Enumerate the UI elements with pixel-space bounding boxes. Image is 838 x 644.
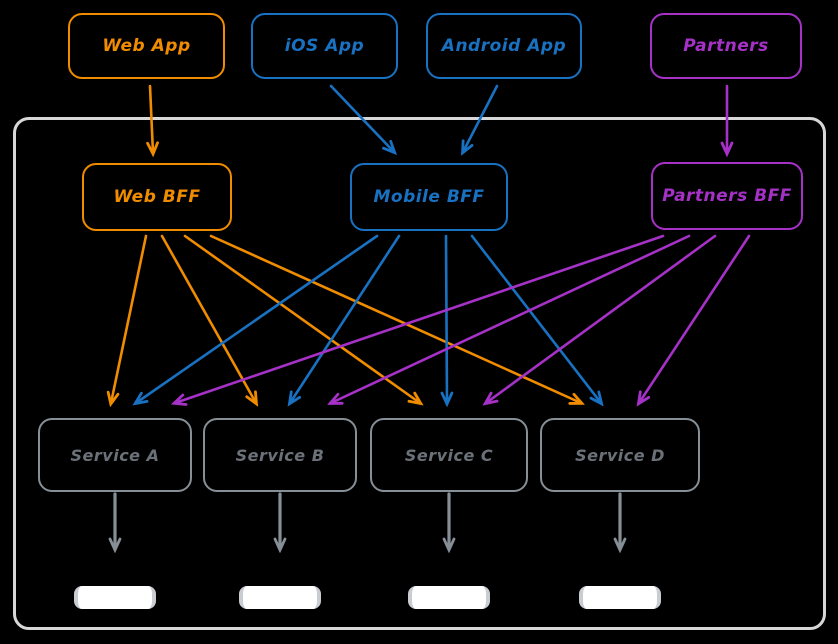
node-partners-label: Partners bbox=[683, 36, 769, 56]
node-mobile-bff-label: Mobile BFF bbox=[373, 187, 485, 207]
node-partners-bff: Partners BFF bbox=[651, 162, 803, 230]
node-android-app-label: Android App bbox=[441, 36, 567, 56]
database-cylinder-d bbox=[579, 586, 661, 609]
node-service-d: Service D bbox=[540, 418, 700, 492]
node-partners-bff-label: Partners BFF bbox=[662, 186, 792, 206]
node-ios-app-label: iOS App bbox=[284, 36, 365, 56]
node-web-app-label: Web App bbox=[102, 36, 191, 56]
database-cylinder-c bbox=[408, 586, 490, 609]
node-partners: Partners bbox=[650, 13, 802, 79]
node-web-bff: Web BFF bbox=[82, 163, 232, 231]
node-web-bff-label: Web BFF bbox=[113, 187, 201, 207]
node-mobile-bff: Mobile BFF bbox=[350, 163, 508, 231]
node-android-app: Android App bbox=[426, 13, 582, 79]
node-service-a-label: Service A bbox=[70, 445, 160, 465]
node-service-c: Service C bbox=[370, 418, 528, 492]
node-service-d-label: Service D bbox=[575, 445, 665, 465]
node-ios-app: iOS App bbox=[251, 13, 398, 79]
system-boundary bbox=[13, 117, 826, 630]
database-cylinder-a bbox=[74, 586, 156, 609]
node-service-b: Service B bbox=[203, 418, 357, 492]
node-web-app: Web App bbox=[68, 13, 225, 79]
node-service-c-label: Service C bbox=[404, 445, 494, 465]
node-service-b-label: Service B bbox=[235, 445, 325, 465]
node-service-a: Service A bbox=[38, 418, 192, 492]
database-cylinder-b bbox=[239, 586, 321, 609]
